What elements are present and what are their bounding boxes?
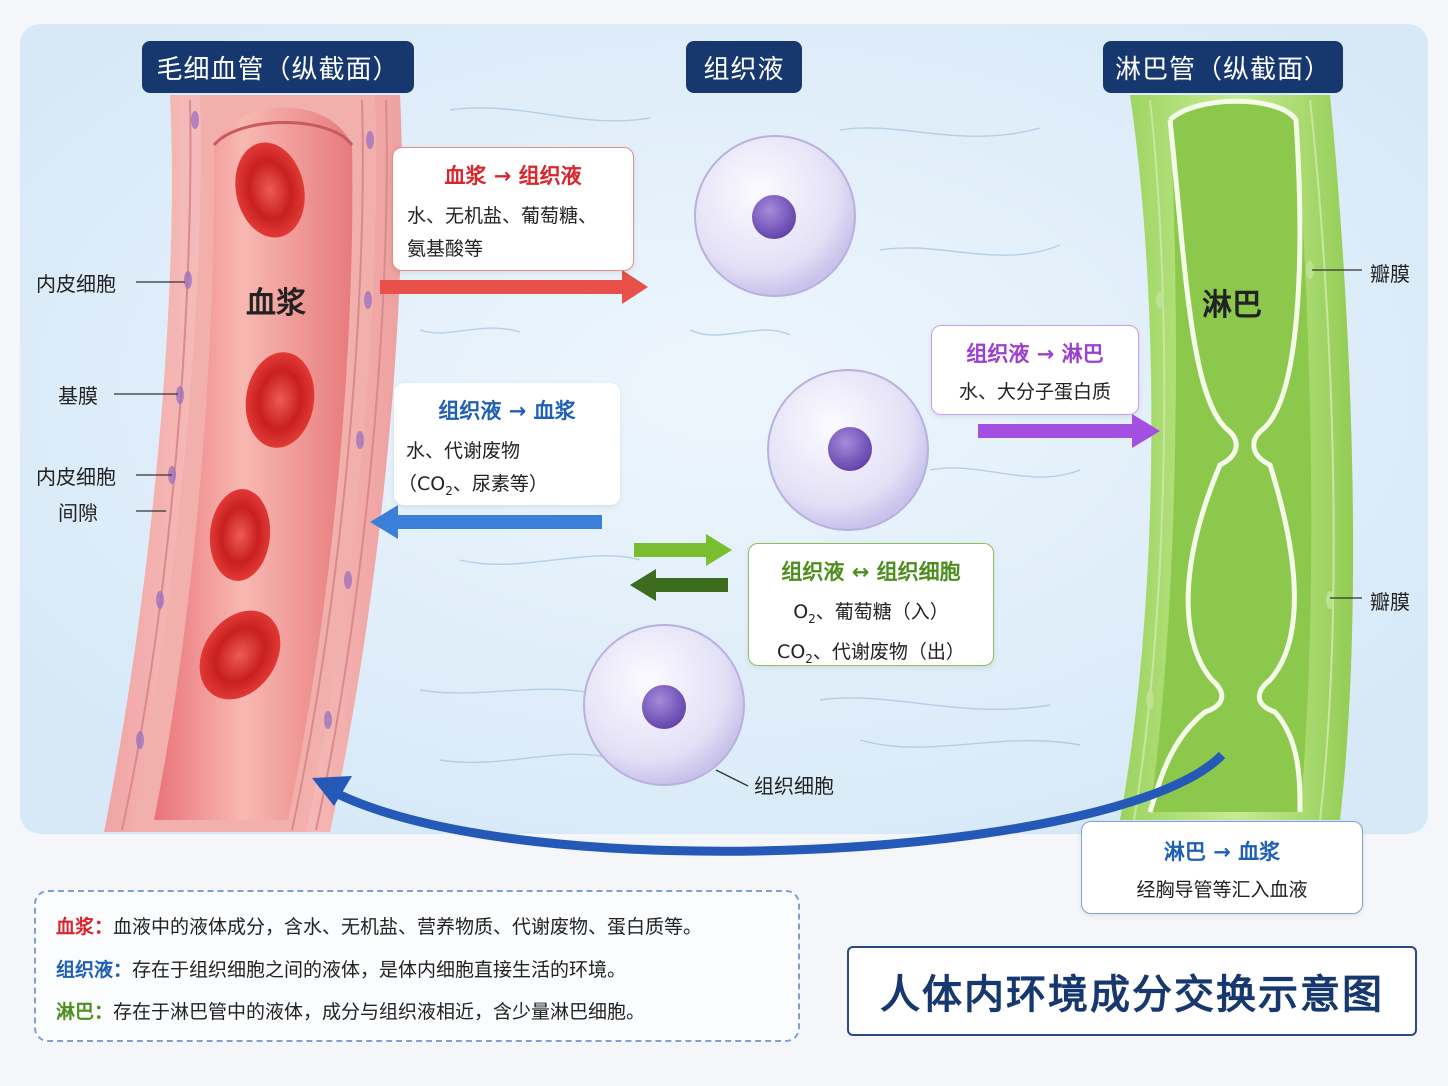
tissue-fluid-to-plasma-title: 组织液 → 血浆 <box>438 399 576 423</box>
tissue-fluid-to-lymph-box: 组织液 → 淋巴 水、大分子蛋白质 <box>931 325 1139 415</box>
lymph-to-plasma-title: 淋巴 → 血浆 <box>1163 840 1281 864</box>
plasma-to-tissue-fluid-line1: 水、无机盐、葡萄糖、 <box>407 205 598 227</box>
lymph-label: 淋巴 <box>1202 288 1262 323</box>
tissue-fluid-cell-exchange-line1: O2、葡萄糖（入） <box>793 601 949 626</box>
tissue-fluid-to-plasma-line1: 水、代谢废物 <box>406 440 521 462</box>
tissue-fluid-to-plasma-box: 组织液 → 血浆 水、代谢废物 （CO2、尿素等） <box>394 383 620 505</box>
legend-row-lymph: 淋巴：存在于淋巴管中的液体，成分与组织液相近，含少量淋巴细胞。 <box>56 1001 646 1023</box>
capillary-header: 毛细血管（纵截面） <box>142 41 414 93</box>
tissue-fluid-to-plasma-line2: （CO2、尿素等） <box>398 473 548 498</box>
lymph-to-plasma-line1: 经胸导管等汇入血液 <box>1136 879 1308 901</box>
plasma-label: 血浆 <box>246 286 306 321</box>
tissue-fluid-to-lymph-line1: 水、大分子蛋白质 <box>958 381 1111 403</box>
tissue-fluid-cell-exchange-title: 组织液 ↔ 组织细胞 <box>781 560 961 584</box>
tissue-fluid-cell-exchange-box: 组织液 ↔ 组织细胞 O2、葡萄糖（入） CO2、代谢废物（出） <box>748 543 994 666</box>
legend-box: 血浆：血液中的液体成分，含水、无机盐、营养物质、代谢废物、蛋白质等。 组织液：存… <box>34 890 800 1042</box>
valve-label-top: 瓣膜 <box>1370 262 1410 286</box>
tissue-fluid-header: 组织液 <box>686 41 802 93</box>
legend-row-plasma: 血浆：血液中的液体成分，含水、无机盐、营养物质、代谢废物、蛋白质等。 <box>56 916 703 938</box>
plasma-to-tissue-fluid-title: 血浆 → 组织液 <box>444 164 582 188</box>
legend-row-tissue-fluid: 组织液：存在于组织细胞之间的液体，是体内细胞直接生活的环境。 <box>56 959 627 981</box>
plasma-to-tissue-fluid-line2: 氨基酸等 <box>407 238 484 260</box>
plasma-to-tissue-fluid-box: 血浆 → 组织液 水、无机盐、葡萄糖、 氨基酸等 <box>392 147 634 271</box>
lymph-vessel-header: 淋巴管（纵截面） <box>1103 41 1343 93</box>
tissue-cell-label: 组织细胞 <box>754 774 834 798</box>
tissue-fluid-cell-exchange-line2: CO2、代谢废物（出） <box>777 640 965 666</box>
cell-gap-label-line1: 内皮细胞 <box>36 465 116 489</box>
valve-label-bottom: 瓣膜 <box>1370 590 1410 614</box>
main-title: 人体内环境成分交换示意图 <box>847 946 1417 1036</box>
tissue-fluid-to-lymph-title: 组织液 → 淋巴 <box>966 342 1104 366</box>
cell-gap-label-line2: 间隙 <box>58 501 98 525</box>
endothelial-cell-label: 内皮细胞 <box>36 272 116 296</box>
lymph-to-plasma-box: 淋巴 → 血浆 经胸导管等汇入血液 <box>1081 821 1363 914</box>
basement-membrane-label: 基膜 <box>58 384 98 408</box>
